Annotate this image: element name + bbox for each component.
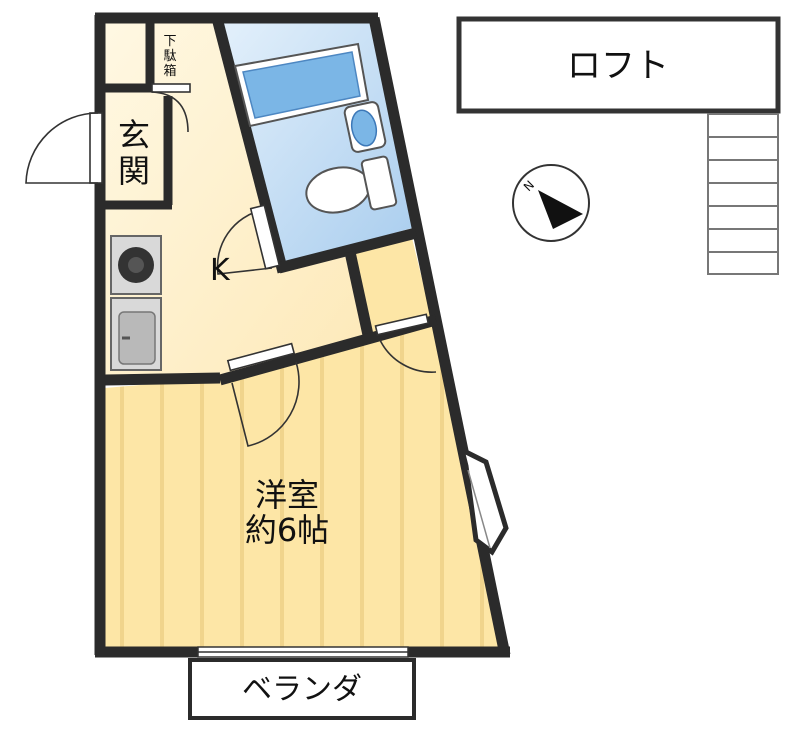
compass-icon: N <box>512 164 590 242</box>
entrance-label-line2: 関 <box>118 152 150 190</box>
bathtub-icon <box>233 42 370 128</box>
shoe-box-label-line2: 駄 <box>163 49 176 64</box>
loft <box>456 16 781 114</box>
kitchen-label: K <box>210 253 231 288</box>
toilet-icon <box>305 155 398 214</box>
entrance-walls <box>100 18 190 210</box>
sink-icon <box>110 297 162 371</box>
closet-floor <box>350 238 432 335</box>
shoe-box-label-line3: 箱 <box>163 63 176 79</box>
loft-label: ロフト <box>567 46 669 86</box>
stove-icon <box>110 235 162 295</box>
balcony-window <box>197 646 409 658</box>
stairs-icon <box>707 113 779 275</box>
doors <box>25 83 437 447</box>
western-room-label-line2: 約6帖 <box>245 511 329 549</box>
balcony <box>188 658 416 720</box>
shoe-box-label-line1: 下 <box>163 34 176 49</box>
entrance-label-line1: 玄 <box>118 116 150 154</box>
washbasin-icon <box>343 101 387 153</box>
balcony-label: ベランダ <box>242 672 362 707</box>
western-room-label-line1: 洋室 <box>255 476 319 514</box>
western-room-floor <box>105 318 505 648</box>
bay-window <box>458 445 509 556</box>
